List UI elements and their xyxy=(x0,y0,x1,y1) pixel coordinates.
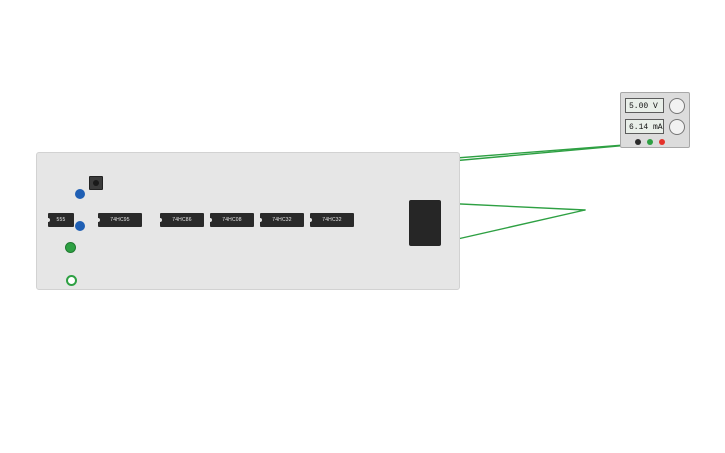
green-wire xyxy=(439,209,586,244)
pushbutton[interactable] xyxy=(89,176,103,190)
psu-terminal-gnd[interactable] xyxy=(635,139,641,145)
green-wire xyxy=(439,202,586,211)
chip-74hc86[interactable]: 74HC86 xyxy=(158,213,204,227)
green-wire xyxy=(429,142,653,164)
capacitor-1[interactable] xyxy=(75,189,85,199)
green-led[interactable] xyxy=(65,242,76,253)
chip-555[interactable]: 555 xyxy=(46,213,74,227)
capacitor-2[interactable] xyxy=(75,221,85,231)
chip-74hc32-b[interactable]: 74HC32 xyxy=(308,213,354,227)
ground-ring[interactable] xyxy=(66,275,77,286)
psu-terminals xyxy=(625,139,685,145)
current-knob[interactable] xyxy=(669,119,685,135)
current-display: 6.14 mA xyxy=(625,119,664,134)
chip-74hc08[interactable]: 74HC08 xyxy=(208,213,254,227)
psu-terminal-pos[interactable] xyxy=(659,139,665,145)
chip-74hc32-a[interactable]: 74HC32 xyxy=(258,213,304,227)
voltage-knob[interactable] xyxy=(669,98,685,114)
power-supply[interactable]: 5.00 V 6.14 mA xyxy=(620,92,690,148)
psu-terminal-neg[interactable] xyxy=(647,139,653,145)
chip-74hc95[interactable]: 74HC95 xyxy=(96,213,142,227)
voltage-display: 5.00 V xyxy=(625,98,664,113)
seven-segment-display[interactable] xyxy=(409,200,441,246)
